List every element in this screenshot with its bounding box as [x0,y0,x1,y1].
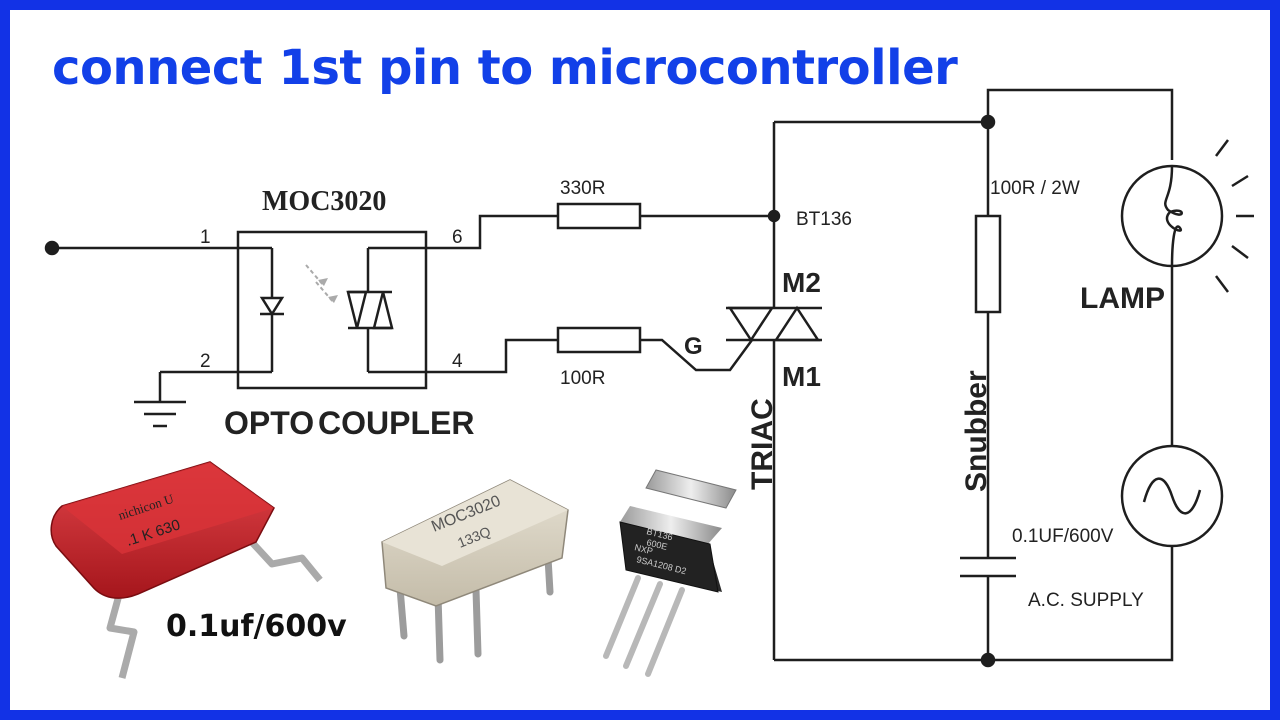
led-symbol [259,296,285,317]
wire-pin4 [426,338,558,374]
triac-print-2: 600E [646,537,669,552]
opto-label-b: COUPLER [318,405,474,441]
sine-wave [1142,477,1202,515]
ic-label: MOC3020 [262,186,386,217]
m1-label: M1 [782,361,821,392]
resistor-330r [556,202,642,230]
pin-2-label: 2 [200,351,211,372]
ac-supply-label: A.C. SUPPLY [1028,590,1144,611]
optocoupler [44,230,428,428]
moc3020-chip-photo: MOC3020 133Q [381,479,569,664]
wire-gate [640,338,754,372]
page-title: connect 1st pin to microcontroller [52,40,958,96]
bt136-label: BT136 [796,209,852,230]
gate-label: G [684,333,703,360]
resistor-100r [556,326,642,354]
snubber-label: Snubber [960,370,993,492]
resistor-snubber [974,214,1002,314]
snubber-resistor-label: 100R / 2W [990,178,1080,199]
resistor-330r-label: 330R [560,178,605,199]
capacitor-photo: nichicon U .1 K 630 [50,461,323,679]
bt136-photo: BT136 600E NXP 9SA1208 D2 [603,469,737,677]
pin-4-label: 4 [452,351,463,372]
triac-symbol-a [727,306,775,343]
opto-label-a: OPTO [224,405,314,441]
m2-label: M2 [782,267,821,298]
triac-print-3: NXP [634,542,654,556]
triac-label: TRIAC [746,398,779,490]
mains-loop [774,88,1254,668]
lamp-filament [1164,165,1183,267]
lamp-label: LAMP [1080,282,1165,315]
resistor-100r-label: 100R [560,368,605,389]
capacitor-label: 0.1UF/600V [1012,526,1114,547]
circuit-diagram: 1 2 6 4 MOC3020 OPTO COUPLER 330R 100R [44,88,1254,679]
capacitor-photo-label: 0.1uf/600v [166,609,347,644]
diac-symbol-a [346,290,368,329]
triac-symbol-b [773,305,821,342]
gate-drive-network [426,122,822,660]
lamp-rays [1215,139,1254,293]
diagram-frame: connect 1st pin to microcontroller [10,10,1270,710]
optocoupler-box [236,230,428,390]
diac-symbol-b [372,291,394,330]
pin-6-label: 6 [452,227,463,248]
pin-1-label: 1 [200,227,211,248]
wire-pin6 [426,214,558,250]
